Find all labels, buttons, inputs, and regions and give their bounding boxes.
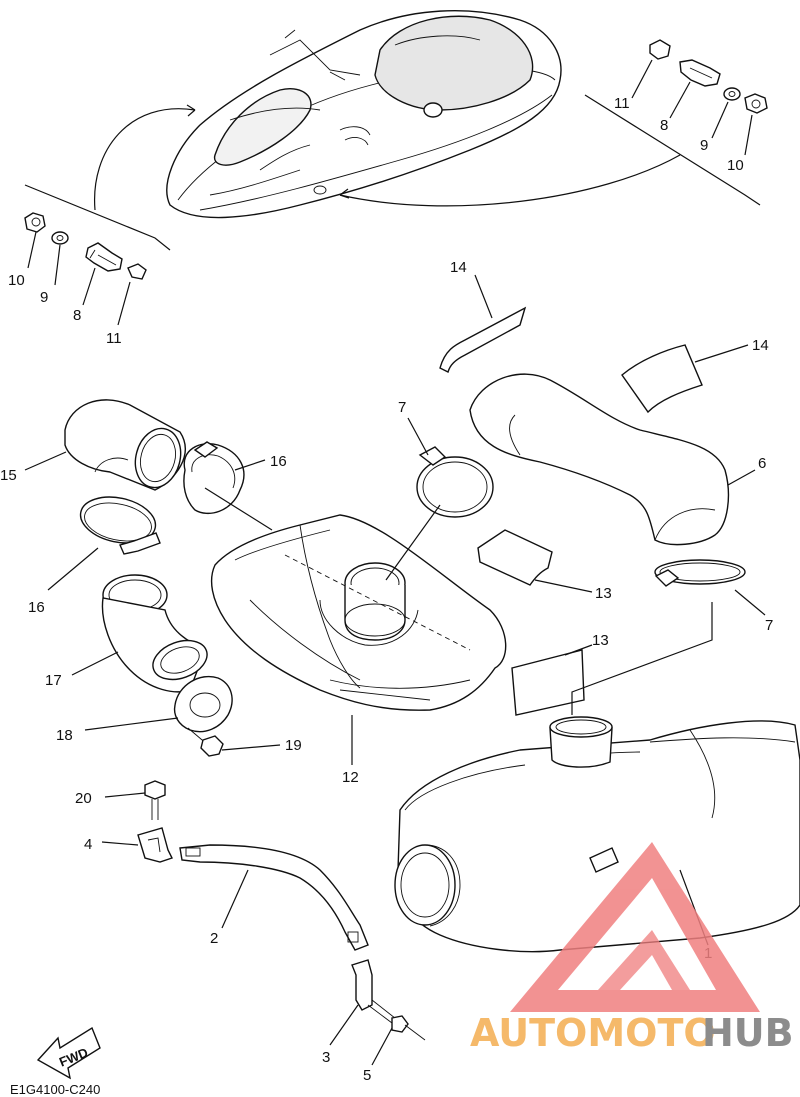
bolt-19: [187, 727, 224, 757]
callout-10-left: 10: [8, 272, 25, 289]
callout-20: 20: [75, 790, 92, 807]
watermark-text-automoto: AUTOMOTO: [470, 1011, 716, 1055]
watercraft-illustration: [166, 10, 562, 219]
bolt-5: [367, 999, 426, 1041]
heat-pad-14-upper: [439, 306, 527, 374]
callout-10-right: 10: [727, 157, 744, 174]
callout-13-upper: 13: [595, 585, 612, 602]
callout-9-right: 9: [700, 137, 708, 154]
exhaust-joint-17: [101, 574, 208, 693]
fwd-direction-arrow: FWD: [36, 1026, 101, 1080]
callout-8-left: 8: [73, 307, 81, 324]
hose-6: [469, 373, 730, 546]
callout-7-lower: 7: [765, 617, 773, 634]
callout-3: 3: [322, 1049, 330, 1066]
callout-14-upper: 14: [450, 259, 467, 276]
watermark-logo: [510, 842, 760, 1012]
pad-13-lower: [511, 649, 585, 716]
callout-11-right: 11: [614, 95, 630, 112]
hose-clamp-7-lower: [654, 559, 746, 587]
callout-16-lower: 16: [28, 599, 45, 616]
pad-13-upper: [477, 529, 553, 586]
fitting-group-right: [649, 39, 768, 114]
bolt-20: [144, 780, 166, 820]
callout-14-right: 14: [752, 337, 769, 354]
callout-8-right: 8: [660, 117, 668, 134]
hose-clamp-16-lower: [79, 496, 161, 555]
leader-arrow-left: [94, 108, 196, 211]
callout-6: 6: [758, 455, 766, 472]
callout-11-left: 11: [106, 330, 122, 347]
hose-clamp-7-upper: [416, 446, 494, 518]
callout-12: 12: [342, 769, 359, 786]
callout-18: 18: [56, 727, 73, 744]
gasket-18: [173, 675, 233, 733]
rubber-elbow-15: [64, 399, 186, 491]
watermark-text-hub: HUB: [702, 1011, 794, 1055]
bracket-left-group: [24, 184, 171, 251]
callout-7-upper: 7: [398, 399, 406, 416]
callout-9-left: 9: [40, 289, 48, 306]
callout-15: 15: [0, 467, 17, 484]
bracket-3: [351, 959, 373, 1011]
callout-19: 19: [285, 737, 302, 754]
callout-5: 5: [363, 1067, 371, 1084]
heat-pad-14-right: [621, 344, 703, 414]
callout-17: 17: [45, 672, 62, 689]
diagram-code: E1G4100-C240: [10, 1082, 100, 1097]
mounting-band-2: [179, 844, 369, 951]
bracket-4: [137, 827, 173, 863]
callout-16-upper: 16: [270, 453, 287, 470]
muffler-12: [210, 514, 507, 711]
bracket-right-group: [584, 94, 761, 206]
fitting-group-left: [24, 212, 147, 280]
callout-13-lower: 13: [592, 632, 609, 649]
silencer-1: [394, 716, 800, 953]
callout-2: 2: [210, 930, 218, 947]
callout-4: 4: [84, 836, 92, 853]
hose-clamp-16-upper: [183, 441, 245, 515]
leader-arrow-right: [339, 154, 681, 207]
